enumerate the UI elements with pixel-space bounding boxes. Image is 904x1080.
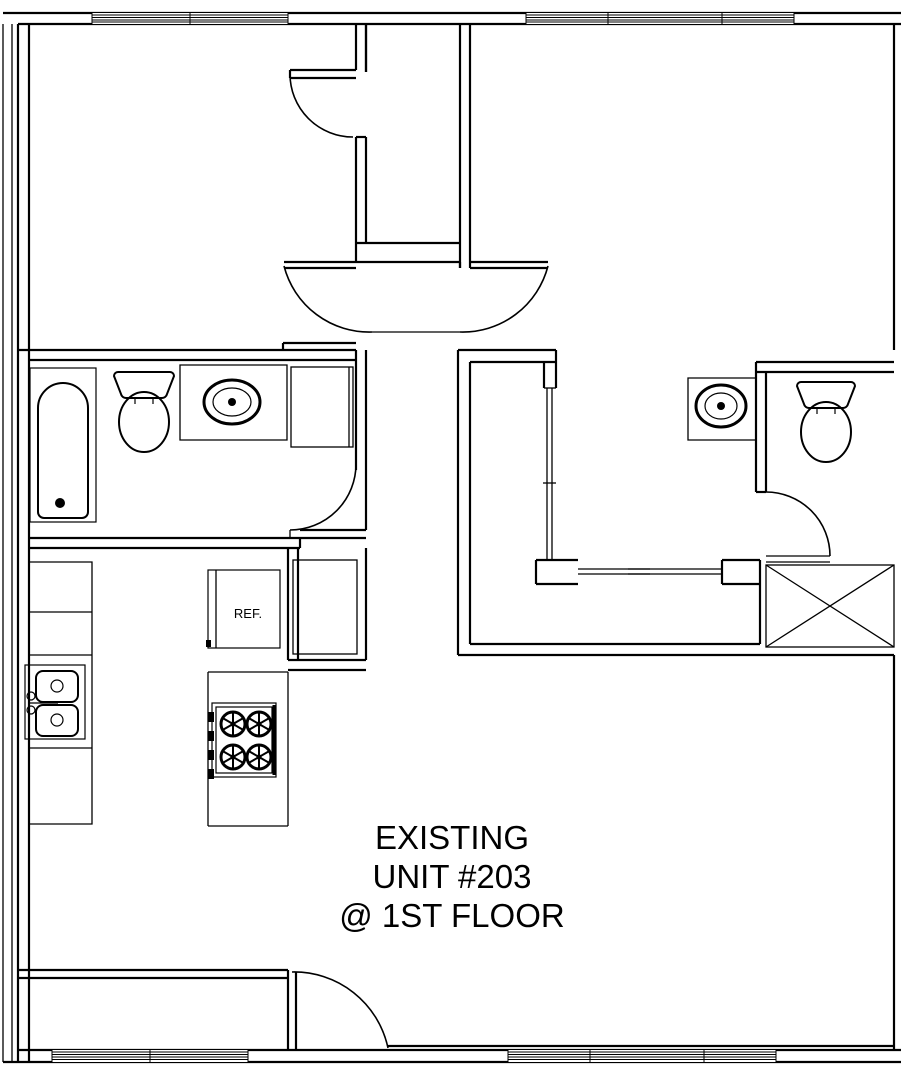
refrigerator: REF. xyxy=(206,569,281,649)
vanity-counter xyxy=(179,364,288,441)
right-bathroom-fixtures xyxy=(694,381,857,463)
sink-basin-drain-icon xyxy=(50,713,64,727)
double-door-hall[interactable] xyxy=(283,260,549,333)
lavatory-sink xyxy=(202,378,262,426)
bathtub xyxy=(29,367,97,523)
toilet xyxy=(112,371,176,453)
lavatory-sink xyxy=(694,383,748,429)
range-knob-icon xyxy=(208,731,214,741)
toilet xyxy=(795,381,857,463)
closet-small-upper xyxy=(290,366,354,448)
range-knob-icon xyxy=(208,712,214,722)
range-knob-icon xyxy=(208,750,214,760)
interior-walls-upper xyxy=(288,24,472,268)
burner-icon xyxy=(219,743,247,771)
left-bathroom-walls xyxy=(18,341,368,550)
faucet-handle-icon xyxy=(26,691,36,701)
faucet-handle-icon xyxy=(26,705,36,715)
entry-door[interactable] xyxy=(18,968,894,1050)
kitchen-walls xyxy=(29,548,368,827)
burner-icon xyxy=(245,710,273,738)
tub-drain-icon xyxy=(55,498,65,508)
fridge-handle-icon xyxy=(206,640,211,647)
window-top-right xyxy=(525,13,795,24)
range-cooktop xyxy=(208,702,277,779)
bath-door-left[interactable] xyxy=(289,463,357,538)
right-block-walls xyxy=(456,348,894,657)
range-knob-icon xyxy=(208,769,214,779)
sink-drain-icon xyxy=(228,398,236,406)
sink-basin-drain-icon xyxy=(50,679,64,693)
closet-door-top[interactable] xyxy=(289,73,354,138)
sink-drain-icon xyxy=(717,402,725,410)
burner-icon xyxy=(245,743,273,771)
burner-icon xyxy=(219,710,247,738)
window-bottom-left xyxy=(51,1050,249,1062)
refrigerator-label: REF. xyxy=(234,606,262,621)
kitchen-sink xyxy=(24,664,86,740)
window-bottom-right xyxy=(507,1050,777,1062)
window-top-left xyxy=(91,13,289,24)
shower-stall xyxy=(765,564,895,648)
bath-door-right[interactable] xyxy=(765,491,831,563)
